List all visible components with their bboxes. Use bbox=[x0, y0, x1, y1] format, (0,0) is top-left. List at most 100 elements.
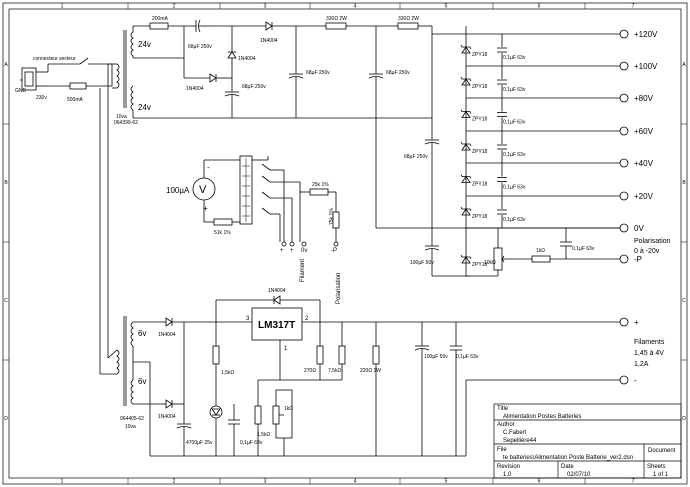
fil-out-minus: - bbox=[634, 376, 637, 385]
cap-series-label: 68µF 250v bbox=[188, 44, 212, 50]
cap-label: 0,1µF 63v bbox=[503, 217, 526, 223]
gnd-label: GND bbox=[15, 88, 27, 94]
r-75k-label: 75k 1% bbox=[329, 208, 335, 225]
cap-label: 0,1µF 63v bbox=[503, 185, 526, 191]
cap-c5-label: 100µF 50v bbox=[410, 260, 434, 266]
hv-output-label: 0V bbox=[634, 224, 644, 233]
pot-10k-label: 10kΩ bbox=[484, 260, 496, 266]
pin-in-label: 3 bbox=[246, 316, 250, 322]
meter-plus: + bbox=[203, 204, 208, 213]
hv-output-terminal: +40V bbox=[466, 158, 654, 168]
cap-4700-label: 4700µF 25v bbox=[186, 440, 213, 446]
filaments-range-label: 1,45 à 4V bbox=[634, 350, 664, 357]
col-label: 1 bbox=[61, 4, 64, 10]
hv-output-terminal: +20V bbox=[466, 191, 654, 201]
zener-label: ZPY18 bbox=[472, 84, 488, 90]
hv-output-terminal: +60V bbox=[466, 126, 654, 136]
r-220-label: 220Ω 1W bbox=[360, 368, 381, 374]
transformer-bottom: 6v 6v 064405-62 10va bbox=[99, 63, 160, 456]
probe-plus: + bbox=[280, 248, 284, 254]
cap-01-b-label: 0,1µF 63v bbox=[456, 354, 479, 360]
r-bias-label: 1kΩ bbox=[536, 248, 545, 254]
row-label: B bbox=[682, 180, 686, 186]
zener-label: ZPY18 bbox=[472, 52, 488, 58]
row-label: A bbox=[4, 62, 8, 68]
sheets-value: 1 of 1 bbox=[653, 472, 669, 478]
hv-output-label: +20V bbox=[634, 192, 654, 201]
hv-output-terminal: +80V bbox=[466, 93, 654, 103]
sec2-24v-label: 24v bbox=[138, 103, 151, 112]
r1-label: 330Ω 2W bbox=[326, 16, 347, 22]
hv-output-terminal: 0V bbox=[466, 223, 644, 233]
cap-label: 0,1µF 63v bbox=[503, 87, 526, 93]
file-field-label: File bbox=[497, 447, 507, 453]
row-label: C bbox=[682, 298, 686, 304]
cap-c2-label: 68µF 250v bbox=[306, 70, 330, 76]
mains-voltage-label: 230v bbox=[36, 95, 47, 101]
hv-supply: 200mA 68µF 250v 1N4004 1N4004 1N4004 bbox=[132, 16, 620, 277]
zener-label: ZPY18 bbox=[472, 182, 488, 188]
r-1k5-a-label: 1,5kΩ bbox=[221, 370, 234, 376]
probe-a: + bbox=[290, 248, 294, 254]
filament-vertical-label: Filament bbox=[300, 259, 306, 282]
revision-value: 1.0 bbox=[503, 472, 512, 478]
zener-label: ZPY18 bbox=[472, 214, 488, 220]
fil-out-plus: + bbox=[634, 318, 639, 327]
hv-output-label: +120V bbox=[634, 30, 658, 39]
diode1-label: 1N4004 bbox=[260, 38, 278, 44]
cap-100-label: 100µF 50v bbox=[424, 354, 448, 360]
col-label: 3 bbox=[264, 4, 267, 10]
decoupling-cap: 0,1µF 63v bbox=[497, 111, 526, 126]
hv-output-label: +60V bbox=[634, 127, 654, 136]
sec2-6v-label: 6v bbox=[138, 377, 146, 386]
cap-c1-label: 68µF 250v bbox=[242, 84, 266, 90]
col-label: 6 bbox=[538, 479, 541, 485]
polarisation-label: Polarisation bbox=[634, 238, 671, 245]
col-label: 6 bbox=[538, 4, 541, 10]
date-value: 02/07/10 bbox=[567, 472, 591, 478]
title-block: Title Alimentation Postes Batteries Auth… bbox=[493, 403, 682, 479]
row-label: D bbox=[682, 416, 686, 422]
polarisation-range-label: 0 à -20v bbox=[634, 248, 660, 255]
cap-label: 0,1µF 63v bbox=[503, 55, 526, 61]
meter-range-label: 100µA bbox=[166, 186, 190, 195]
decoupling-cap: 0,1µF 63v bbox=[497, 47, 526, 61]
connector-label: connecteur secteur bbox=[33, 56, 76, 62]
c-bias-label: 0,1µF 63v bbox=[572, 246, 595, 252]
transformer-top: 24v 24v 10va 064399-62 bbox=[112, 25, 151, 126]
row-label: B bbox=[4, 180, 8, 186]
cap-c4-label: 68µF 250v bbox=[404, 154, 428, 160]
fil-d2-label: 1N4004 bbox=[158, 414, 176, 420]
sec1-6v-label: 6v bbox=[138, 329, 146, 338]
regulator-label: LM317T bbox=[258, 320, 295, 331]
transformer2-va-label: 10va bbox=[125, 424, 136, 430]
sheets-field-label: Sheets bbox=[647, 464, 666, 470]
file-value: te batteries\Alimentation Poste Batterie… bbox=[503, 455, 633, 461]
hv-output-terminal: +120V bbox=[619, 29, 658, 39]
pin-adj-label: 1 bbox=[284, 346, 288, 352]
decoupling-cap: 0,1µF 63v bbox=[497, 176, 526, 191]
transformer2-ref-label: 064405-62 bbox=[120, 416, 144, 422]
frame-row-labels: A B C D A B C D bbox=[4, 62, 686, 422]
hv-output-label: +40V bbox=[634, 159, 654, 168]
document-field-label: Document bbox=[648, 448, 676, 454]
probe-0v: 0v bbox=[301, 248, 307, 254]
fil-d3-label: 1N4004 bbox=[268, 288, 286, 294]
mains-input: GND connecteur secteur 230v 500mA bbox=[15, 56, 113, 103]
filaments-label: Filaments bbox=[634, 339, 665, 346]
filaments-current-label: 1,2A bbox=[634, 361, 649, 368]
r-1k5-b-label: 1,5kΩ bbox=[257, 432, 270, 438]
meter-symbol: V bbox=[199, 184, 207, 196]
cap-label: 0,1µF 63v bbox=[503, 120, 526, 126]
row-label: A bbox=[682, 62, 686, 68]
zener-label: ZPY18 bbox=[472, 262, 488, 268]
fil-d1-label: 1N4004 bbox=[158, 332, 176, 338]
cap-c3-label: 68µF 250v bbox=[386, 70, 410, 76]
sec1-24v-label: 24v bbox=[138, 40, 151, 49]
row-label: D bbox=[4, 416, 8, 422]
transformer-ref-label: 064399-62 bbox=[114, 120, 138, 126]
zener-diode: ZPY18 bbox=[460, 44, 488, 58]
revision-field-label: Revision bbox=[497, 464, 520, 470]
